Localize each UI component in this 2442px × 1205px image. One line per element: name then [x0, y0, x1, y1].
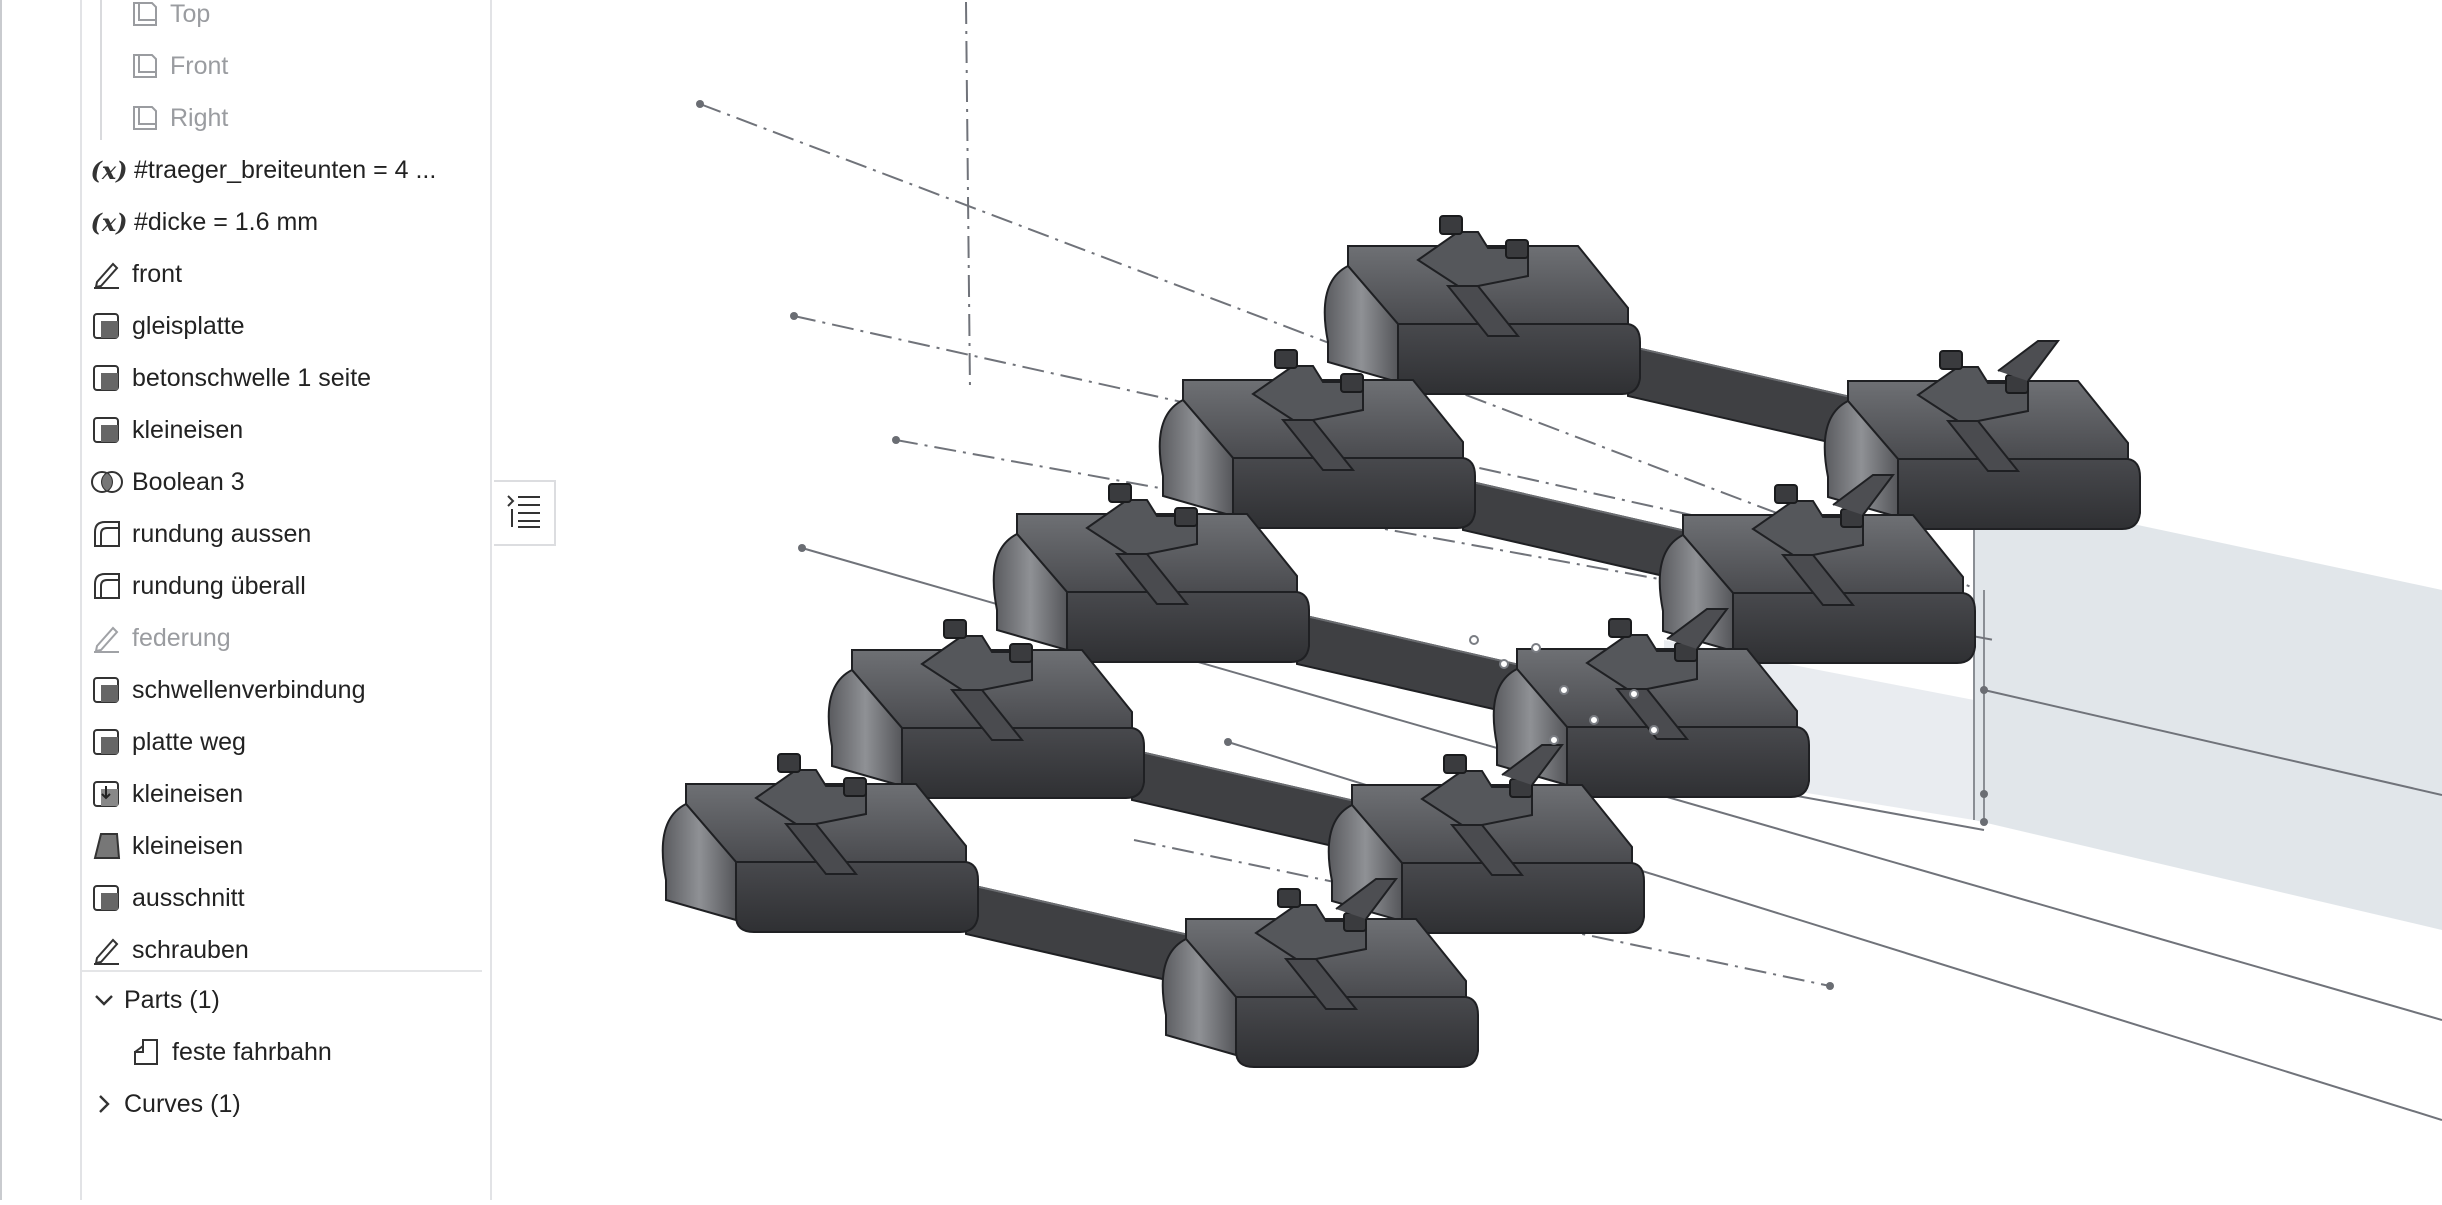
- curves-section-header[interactable]: Curves (1): [90, 1078, 241, 1130]
- feature-variable-dicke[interactable]: (x) #dicke = 1.6 mm: [90, 196, 490, 248]
- feature-label: kleineisen: [132, 779, 244, 808]
- extrude-icon: [90, 413, 124, 447]
- parts-section-header[interactable]: Parts (1): [90, 974, 220, 1026]
- chevron-right-icon[interactable]: [90, 1087, 118, 1121]
- sketch-icon: [90, 621, 124, 655]
- parts-section-label: Parts (1): [124, 985, 220, 1014]
- sleeper-models[interactable]: [661, 215, 2141, 1068]
- feature-extrude-ausschnitt[interactable]: ausschnitt: [90, 872, 490, 924]
- variable-icon: (x): [90, 207, 128, 237]
- feature-sketch-federung[interactable]: federung: [90, 612, 490, 664]
- loft-icon: [90, 829, 124, 863]
- feature-extrude-platte-weg[interactable]: platte weg: [90, 716, 490, 768]
- list-toggle-icon: [504, 491, 544, 536]
- extrude-icon: [90, 361, 124, 395]
- curves-section-label: Curves (1): [124, 1089, 241, 1118]
- sleeper-assembly[interactable]: [827, 619, 1645, 934]
- sketch-points: [1469, 635, 1659, 745]
- variable-icon: (x): [90, 155, 128, 185]
- derived-icon: [90, 777, 124, 811]
- part-label: feste fahrbahn: [172, 1037, 332, 1066]
- feature-plane-top[interactable]: Top: [128, 0, 210, 40]
- feature-label: platte weg: [132, 727, 246, 756]
- feature-extrude-kleineisen[interactable]: kleineisen: [90, 404, 490, 456]
- sketch-icon: [90, 933, 124, 967]
- chevron-down-icon[interactable]: [90, 983, 118, 1017]
- extrude-icon: [90, 673, 124, 707]
- plane-icon: [128, 0, 162, 31]
- feature-boolean-3[interactable]: Boolean 3: [90, 456, 490, 508]
- 3d-viewport[interactable]: [494, 0, 2442, 1200]
- feature-label: federung: [132, 623, 231, 652]
- extrude-icon: [90, 309, 124, 343]
- feature-extrude-schwellenverbindung[interactable]: schwellenverbindung: [90, 664, 490, 716]
- feature-label: front: [132, 259, 183, 288]
- sleeper-assembly[interactable]: [661, 753, 1479, 1068]
- feature-label: schwellenverbindung: [132, 675, 366, 704]
- feature-label: Front: [170, 51, 229, 80]
- feature-extrude-gleisplatte[interactable]: gleisplatte: [90, 300, 490, 352]
- feature-extrude-betonschwelle[interactable]: betonschwelle 1 seite: [90, 352, 490, 404]
- plane-icon: [128, 101, 162, 135]
- feature-label: kleineisen: [132, 831, 244, 860]
- feature-label: Top: [170, 0, 211, 28]
- feature-plane-front[interactable]: Front: [128, 40, 228, 92]
- part-item-feste-fahrbahn[interactable]: feste fahrbahn: [130, 1026, 332, 1078]
- feature-fillet-rundung-ueberall[interactable]: rundung überall: [90, 560, 490, 612]
- sleeper-assembly[interactable]: [1158, 349, 1976, 664]
- feature-derived-kleineisen[interactable]: kleineisen: [90, 768, 490, 820]
- feature-loft-kleineisen[interactable]: kleineisen: [90, 820, 490, 872]
- feature-label: #traeger_breiteunten = 4 ...: [134, 155, 437, 184]
- part-icon: [130, 1035, 164, 1069]
- feature-label: #dicke = 1.6 mm: [134, 207, 319, 236]
- extrude-icon: [90, 881, 124, 915]
- feature-sketch-schrauben[interactable]: schrauben: [90, 924, 490, 976]
- parts-divider: [82, 970, 482, 972]
- boolean-icon: [90, 465, 124, 499]
- feature-label: Boolean 3: [132, 467, 245, 496]
- reference-points: [696, 100, 1988, 990]
- feature-label: Right: [170, 103, 229, 132]
- fillet-icon: [90, 569, 124, 603]
- feature-label: kleineisen: [132, 415, 244, 444]
- feature-list-panel: Top Front Right (x) #traeger_breiteunten…: [82, 0, 492, 1200]
- window-edge: [0, 0, 2, 1200]
- tree-guide-line: [100, 0, 102, 140]
- feature-list-toggle-button[interactable]: [494, 480, 556, 546]
- feature-label: rundung aussen: [132, 519, 312, 548]
- feature-label: betonschwelle 1 seite: [132, 363, 372, 392]
- feature-label: schrauben: [132, 935, 249, 964]
- feature-fillet-rundung-aussen[interactable]: rundung aussen: [90, 508, 490, 560]
- sketch-icon: [90, 257, 124, 291]
- plane-icon: [128, 49, 162, 83]
- extrude-icon: [90, 725, 124, 759]
- feature-variable-traeger-breiteunten[interactable]: (x) #traeger_breiteunten = 4 ...: [90, 144, 490, 196]
- feature-label: ausschnitt: [132, 883, 245, 912]
- feature-sketch-front[interactable]: front: [90, 248, 490, 300]
- feature-label: rundung überall: [132, 571, 306, 600]
- feature-list: Top Front Right (x) #traeger_breiteunten…: [82, 0, 490, 970]
- model-canvas[interactable]: [494, 0, 2442, 1200]
- feature-plane-right[interactable]: Right: [128, 92, 228, 144]
- fillet-icon: [90, 517, 124, 551]
- left-tool-strip: [0, 0, 82, 1200]
- feature-label: gleisplatte: [132, 311, 245, 340]
